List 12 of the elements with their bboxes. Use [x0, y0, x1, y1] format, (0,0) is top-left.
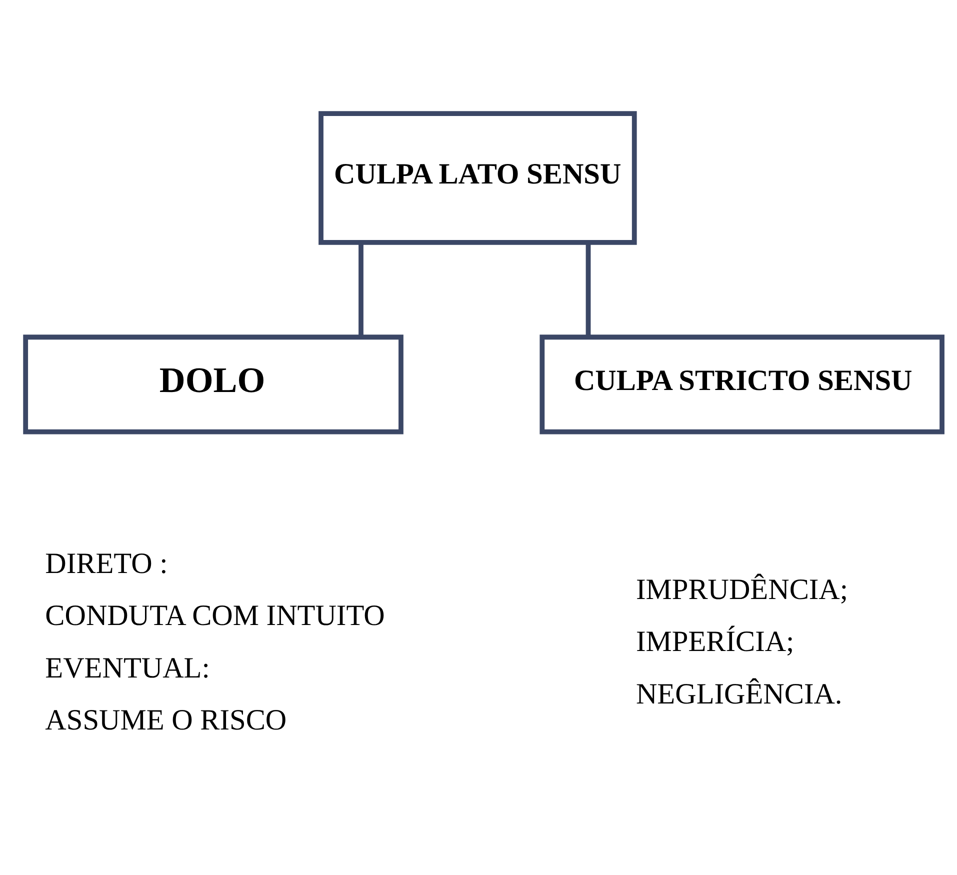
connector	[358, 242, 364, 337]
node-box: CULPA LATO SENSU	[318, 111, 637, 245]
node-label: IMPERÍCIA;	[636, 626, 794, 658]
node-label: EVENTUAL:	[45, 652, 210, 684]
node-box: DOLO	[23, 334, 404, 434]
connector	[586, 242, 591, 337]
node-label: IMPRUDÊNCIA;	[636, 574, 848, 606]
node-label: NEGLIGÊNCIA.	[636, 678, 842, 710]
node-box: CULPA STRICTO SENSU	[540, 334, 944, 434]
node-label: CONDUTA COM INTUITO	[45, 600, 385, 632]
node-label: ASSUME O RISCO	[45, 704, 287, 736]
node-label: DIRETO :	[45, 548, 168, 580]
